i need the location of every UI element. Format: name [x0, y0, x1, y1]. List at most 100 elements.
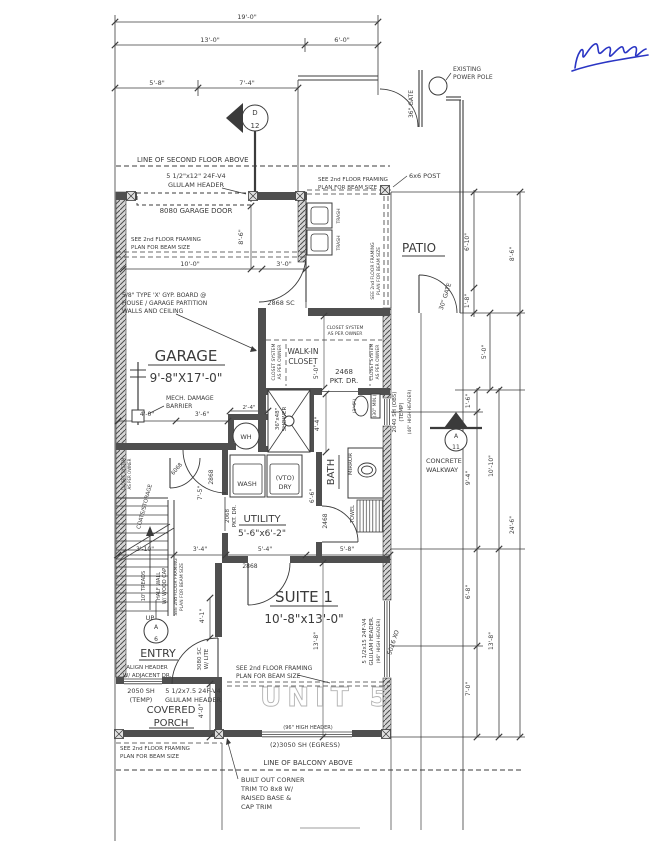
- trash-label-2: TRASH: [336, 235, 342, 251]
- marker-a11-top: A: [454, 433, 459, 440]
- entry-label: ENTRY: [140, 647, 176, 660]
- dim-4-4: 4'-4": [314, 417, 321, 431]
- dim-tick: [374, 41, 382, 49]
- header-96: (96" HIGH HEADER): [283, 725, 332, 731]
- wall: [258, 316, 266, 452]
- wall: [215, 563, 222, 637]
- arrow-or-marker: [250, 346, 257, 352]
- dim-2-4: 2'-4": [242, 405, 255, 411]
- dim-tick: [374, 18, 382, 26]
- post-x: [381, 729, 391, 739]
- post-6x6-label: 6x6 POST: [409, 172, 440, 180]
- closet-sys-stair-1: CLOSET SYSTEM: [121, 457, 126, 490]
- ellipse-fixture: [357, 462, 377, 478]
- dim-8-6-right: 8'-6": [509, 247, 516, 261]
- marker-a11-bottom: 11: [452, 444, 460, 451]
- align-header-2: W/ ADJACENT DR.: [123, 673, 172, 679]
- wall: [162, 677, 222, 684]
- dim-5-4: 5'-4": [258, 546, 272, 553]
- glulam-porch-1: 5 1/2x7.5 24F-V4: [165, 687, 220, 695]
- suite-dim: 10'-8"x13'-0": [264, 612, 343, 626]
- door-3080-1: 3080 SC: [197, 647, 203, 670]
- dim-tick: [222, 551, 230, 559]
- hatched-wall: [382, 307, 392, 399]
- see-2nd-floor-patio-2: PLAN FOR BEAM SIZE: [318, 185, 378, 191]
- porch-label: PORCH: [154, 718, 189, 729]
- dim-tick: [473, 545, 481, 553]
- fixture-inner: [269, 463, 300, 495]
- dim-tick: [206, 680, 214, 688]
- see-2nd-floor-garage-2: PLAN FOR BEAM SIZE: [131, 245, 191, 251]
- garage-door-label: 8080 GARAGE DOOR: [160, 207, 233, 215]
- concrete-1: CONCRETE: [426, 457, 462, 465]
- dim-tick: [301, 41, 309, 49]
- dim-tick: [486, 309, 494, 317]
- egress-label: (2)3050 SH (EGRESS): [270, 741, 340, 749]
- door-3080-2: W/ LITE: [204, 648, 210, 669]
- dim-tick: [247, 265, 255, 273]
- glulam-header-note-2: GLULAM HEADER: [168, 181, 225, 189]
- dim-tick: [319, 559, 327, 567]
- wall: [222, 450, 228, 495]
- align-header-1: ALIGN HEADER: [126, 665, 168, 671]
- concrete-2: WALKWAY: [426, 466, 458, 474]
- dim-10-10: 10'-10": [488, 455, 495, 477]
- dim-tick: [119, 265, 127, 273]
- garage-label: GARAGE: [155, 347, 218, 365]
- marker-a6-top: A: [154, 624, 159, 631]
- wall: [222, 556, 248, 563]
- door-2868-garage: 2868: [208, 469, 215, 484]
- dim-tick: [206, 594, 214, 602]
- ellipse-fixture: [361, 465, 373, 475]
- arrow-or-marker: [226, 103, 243, 133]
- dim-tick: [486, 386, 494, 394]
- glulam-right-2: GLULAM HEADER.: [369, 616, 375, 665]
- win-2050-1: 2050 SH: [127, 687, 155, 695]
- door-swing-arc: [247, 562, 291, 606]
- line: [227, 742, 239, 780]
- dim-tick: [473, 642, 481, 650]
- fixture: [131, 409, 145, 423]
- dim-tick: [470, 284, 478, 292]
- see-2nd-floor-patio-1: SEE 2nd FLOOR FRAMING: [318, 177, 388, 183]
- arrow-or-marker: [146, 526, 154, 536]
- mech-damage-1: MECH. DAMAGE: [166, 395, 214, 402]
- wall: [316, 452, 322, 506]
- dim-3-4: 3'-4": [193, 546, 207, 553]
- dim-tick: [516, 309, 524, 317]
- dim-tick: [322, 390, 330, 398]
- dim-tick: [302, 551, 310, 559]
- closet-sys-top-1: CLOSET SYSTEM: [327, 325, 364, 331]
- closet-sys-left-1: CLOSET SYSTEM: [271, 343, 277, 380]
- dim-tick: [320, 384, 328, 392]
- door-swing-arc: [258, 254, 307, 303]
- door-swing-arc: [169, 457, 201, 489]
- dim-tick: [247, 202, 255, 210]
- dim-tick: [516, 733, 524, 741]
- up-label: UP: [146, 614, 155, 622]
- dim-6-0: 6'-0": [334, 36, 349, 44]
- fixture: [229, 454, 266, 498]
- line-of-second-floor: LINE OF SECOND FLOOR ABOVE: [137, 156, 249, 164]
- wh-label: WH: [240, 433, 251, 441]
- dim-5-8b: 5'-8": [340, 546, 354, 553]
- glulam-right-1: 5 1/2x15 24F-V4: [362, 618, 368, 664]
- closet-sys-right-1: CLOSET SYSTEM: [369, 343, 375, 380]
- dim-tick: [111, 18, 119, 26]
- existing-power-pole-2: POWER POLE: [453, 74, 493, 81]
- dim-3-6-garage: 3'-6": [195, 411, 209, 418]
- hatched-wall: [115, 191, 127, 678]
- signature: [574, 43, 647, 69]
- dim-tick: [470, 309, 478, 317]
- dim-tick: [319, 733, 327, 741]
- dim-tick: [473, 733, 481, 741]
- line: [392, 175, 408, 188]
- dim-5-0-closet: 5'-0": [313, 365, 320, 379]
- dim-1-8: 1'-8": [464, 294, 471, 308]
- arrow-or-marker: [444, 412, 468, 428]
- towel-label: TOWEL: [350, 505, 356, 524]
- line: [147, 405, 165, 415]
- walk-in-1: WALK-IN: [288, 347, 319, 356]
- corner-trim-1: BUILT OUT CORNER: [241, 776, 305, 784]
